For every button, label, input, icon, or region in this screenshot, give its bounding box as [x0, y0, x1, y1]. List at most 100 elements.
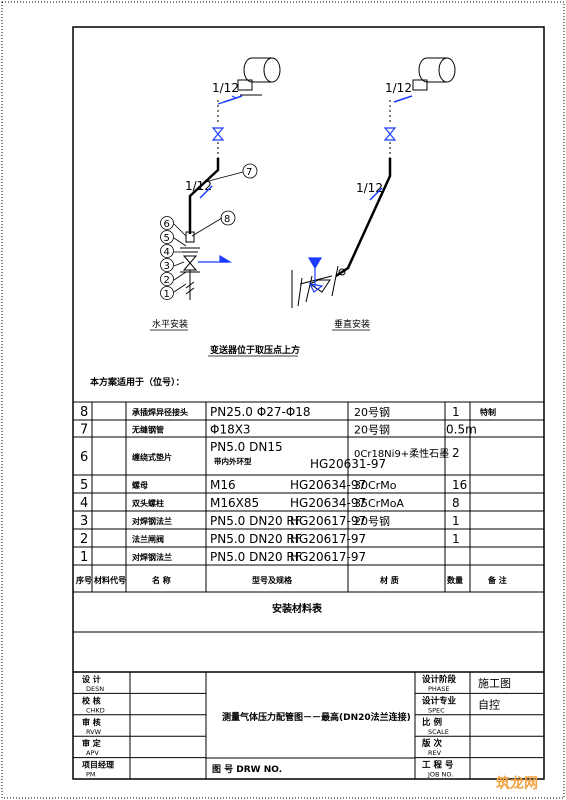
bom-cell-seq: 7	[80, 423, 88, 438]
tb-right-en: SPEC	[428, 706, 445, 714]
callout-8: 8	[224, 214, 230, 225]
horizontal-install-diagram: 1/12 1/12 7 8	[150, 57, 281, 331]
bom-cell-material: 30CrMo	[354, 479, 397, 492]
bom-cell-seq: 6	[80, 450, 88, 465]
bom-cell-qty: 1	[452, 532, 460, 546]
bom-title: 安装材料表	[272, 602, 323, 615]
callout-6: 6	[164, 219, 170, 230]
tb-left-cn: 校 核	[82, 695, 101, 705]
bom-cell-qty: 16	[452, 478, 467, 492]
bom-cell-material: 0Cr18Ni9+柔性石墨	[354, 447, 449, 460]
bom-header-spec: 型号及规格	[252, 575, 293, 585]
bom-cell-name: 缠绕式垫片	[132, 452, 172, 462]
tb-left-cn: 设 计	[82, 674, 101, 684]
bom-cell-std: HG20634-97	[290, 496, 366, 510]
bom-header-code: 材料代号	[94, 575, 126, 585]
tb-left-en: DESN	[86, 685, 104, 693]
bom-cell-material: 20号钢	[354, 515, 390, 528]
bom-cell-std: HG20631-97	[310, 457, 386, 471]
flange-valve-left	[180, 247, 200, 300]
bom-cell-qty: 1	[452, 514, 460, 528]
bom-cell-material: 35CrMoA	[354, 497, 404, 510]
tap-point-marker-right	[307, 257, 324, 293]
tb-right-value: 施工图	[478, 677, 511, 690]
tb-left-en: CHKD	[86, 706, 105, 714]
tb-right-en: JOB NO.	[427, 771, 453, 779]
bom-cell-std: HG20634-97	[290, 478, 366, 492]
bom-cell-name: 无缝钢管	[131, 425, 164, 435]
vertical-install-diagram: 1/12 1/12 垂直安装	[291, 57, 456, 331]
tap-point-marker-left	[198, 254, 233, 263]
bom-cell-spec: PN25.0 Φ27-Φ18	[210, 405, 311, 419]
pipe-drum-left	[237, 57, 281, 96]
bom-header-seq: 序号	[76, 575, 92, 585]
callout-1: 1	[164, 289, 170, 300]
flange-valve-right	[291, 265, 346, 308]
bom-cell-spec: M16X85	[210, 496, 259, 510]
bom-cell-material: 20号钢	[354, 424, 390, 437]
applicable-to-label: 本方案适用于（位号）：	[90, 376, 185, 388]
tb-right-value: 自控	[478, 697, 500, 711]
bom-cell-std: HG20617-97	[290, 550, 366, 564]
tb-left-cn: 审 定	[82, 738, 101, 748]
bom-cell-spec: PN5.0 DN20 RF	[210, 532, 302, 546]
valve-upper-left	[211, 127, 225, 141]
tb-right-cn: 设计阶段	[422, 674, 457, 685]
bom-cell-spec2: 带内外环型	[214, 456, 252, 466]
tb-right-en: SCALE	[428, 728, 449, 736]
bom-cell-seq: 2	[80, 532, 88, 547]
bom-cell-spec: PN5.0 DN20 RF	[210, 550, 302, 564]
impulse-line-right	[335, 158, 392, 278]
bom-cell-std: HG20617-97	[290, 532, 366, 546]
tb-left-en: APV	[86, 749, 99, 757]
bom-cell-seq: 1	[80, 550, 88, 565]
tb-right-cn: 版 次	[421, 738, 442, 749]
drawing-title: 测量气体压力配管图－－最高(DN20法兰连接)	[222, 711, 411, 723]
valve-upper-right	[383, 127, 397, 141]
bom-cell-seq: 4	[80, 496, 88, 511]
tb-right-en: PHASE	[428, 685, 450, 693]
slope-label-lower: 1/12	[185, 179, 212, 193]
tb-right-cn: 工 程 号	[422, 760, 454, 771]
tb-right-cn: 设计专业	[422, 695, 457, 706]
bom-cell-qty: 1	[452, 405, 460, 419]
horizontal-install-label: 水平安装	[152, 318, 188, 330]
bom-cell-name: 对焊钢法兰	[132, 552, 172, 562]
bom-cell-spec: PN5.0 DN20 RF	[210, 514, 302, 528]
tb-left-en: RVW	[86, 728, 102, 736]
inner-frame	[72, 26, 545, 780]
bom-cell-material: 20号钢	[354, 406, 390, 419]
bom-header-name: 名 称	[152, 575, 171, 585]
bom-cell-name: 双头螺柱	[132, 498, 164, 508]
bom-header-qty: 数量	[447, 575, 463, 585]
slope-label-upper: 1/12	[212, 81, 239, 95]
tb-right-en: REV	[428, 749, 442, 757]
slope-label-right-upper: 1/12	[385, 81, 412, 95]
bom-cell-seq: 5	[80, 478, 88, 493]
bom-cell-name: 螺母	[132, 480, 148, 490]
callout-2: 2	[164, 275, 170, 286]
watermark: 筑龙网	[496, 775, 538, 792]
bom-cell-seq: 3	[80, 514, 88, 529]
tb-left-cn: 项目经理	[82, 760, 114, 770]
slope-label-right-lower: 1/12	[356, 181, 383, 195]
callout-stack-left	[160, 216, 187, 300]
bom-cell-name: 承插焊异径接头	[132, 407, 188, 417]
impulse-line-left	[188, 158, 220, 234]
bom-cell-spec: M16	[210, 478, 236, 492]
tb-left-en: PM	[86, 771, 96, 779]
tb-right-cn: 比 例	[422, 717, 442, 728]
bom-header-remark: 备 注	[487, 575, 507, 585]
tb-left-cn: 审 核	[82, 717, 101, 727]
bom-cell-qty: 8	[452, 496, 460, 510]
pipe-drum-right	[412, 57, 456, 91]
bom-cell-remark: 特制	[480, 407, 496, 417]
bom-cell-std: HG20617-97	[290, 514, 366, 528]
bom-cell-spec: PN5.0 DN15	[210, 440, 283, 454]
bom-cell-seq: 8	[80, 405, 88, 420]
bom-header-material: 材 质	[380, 575, 399, 585]
